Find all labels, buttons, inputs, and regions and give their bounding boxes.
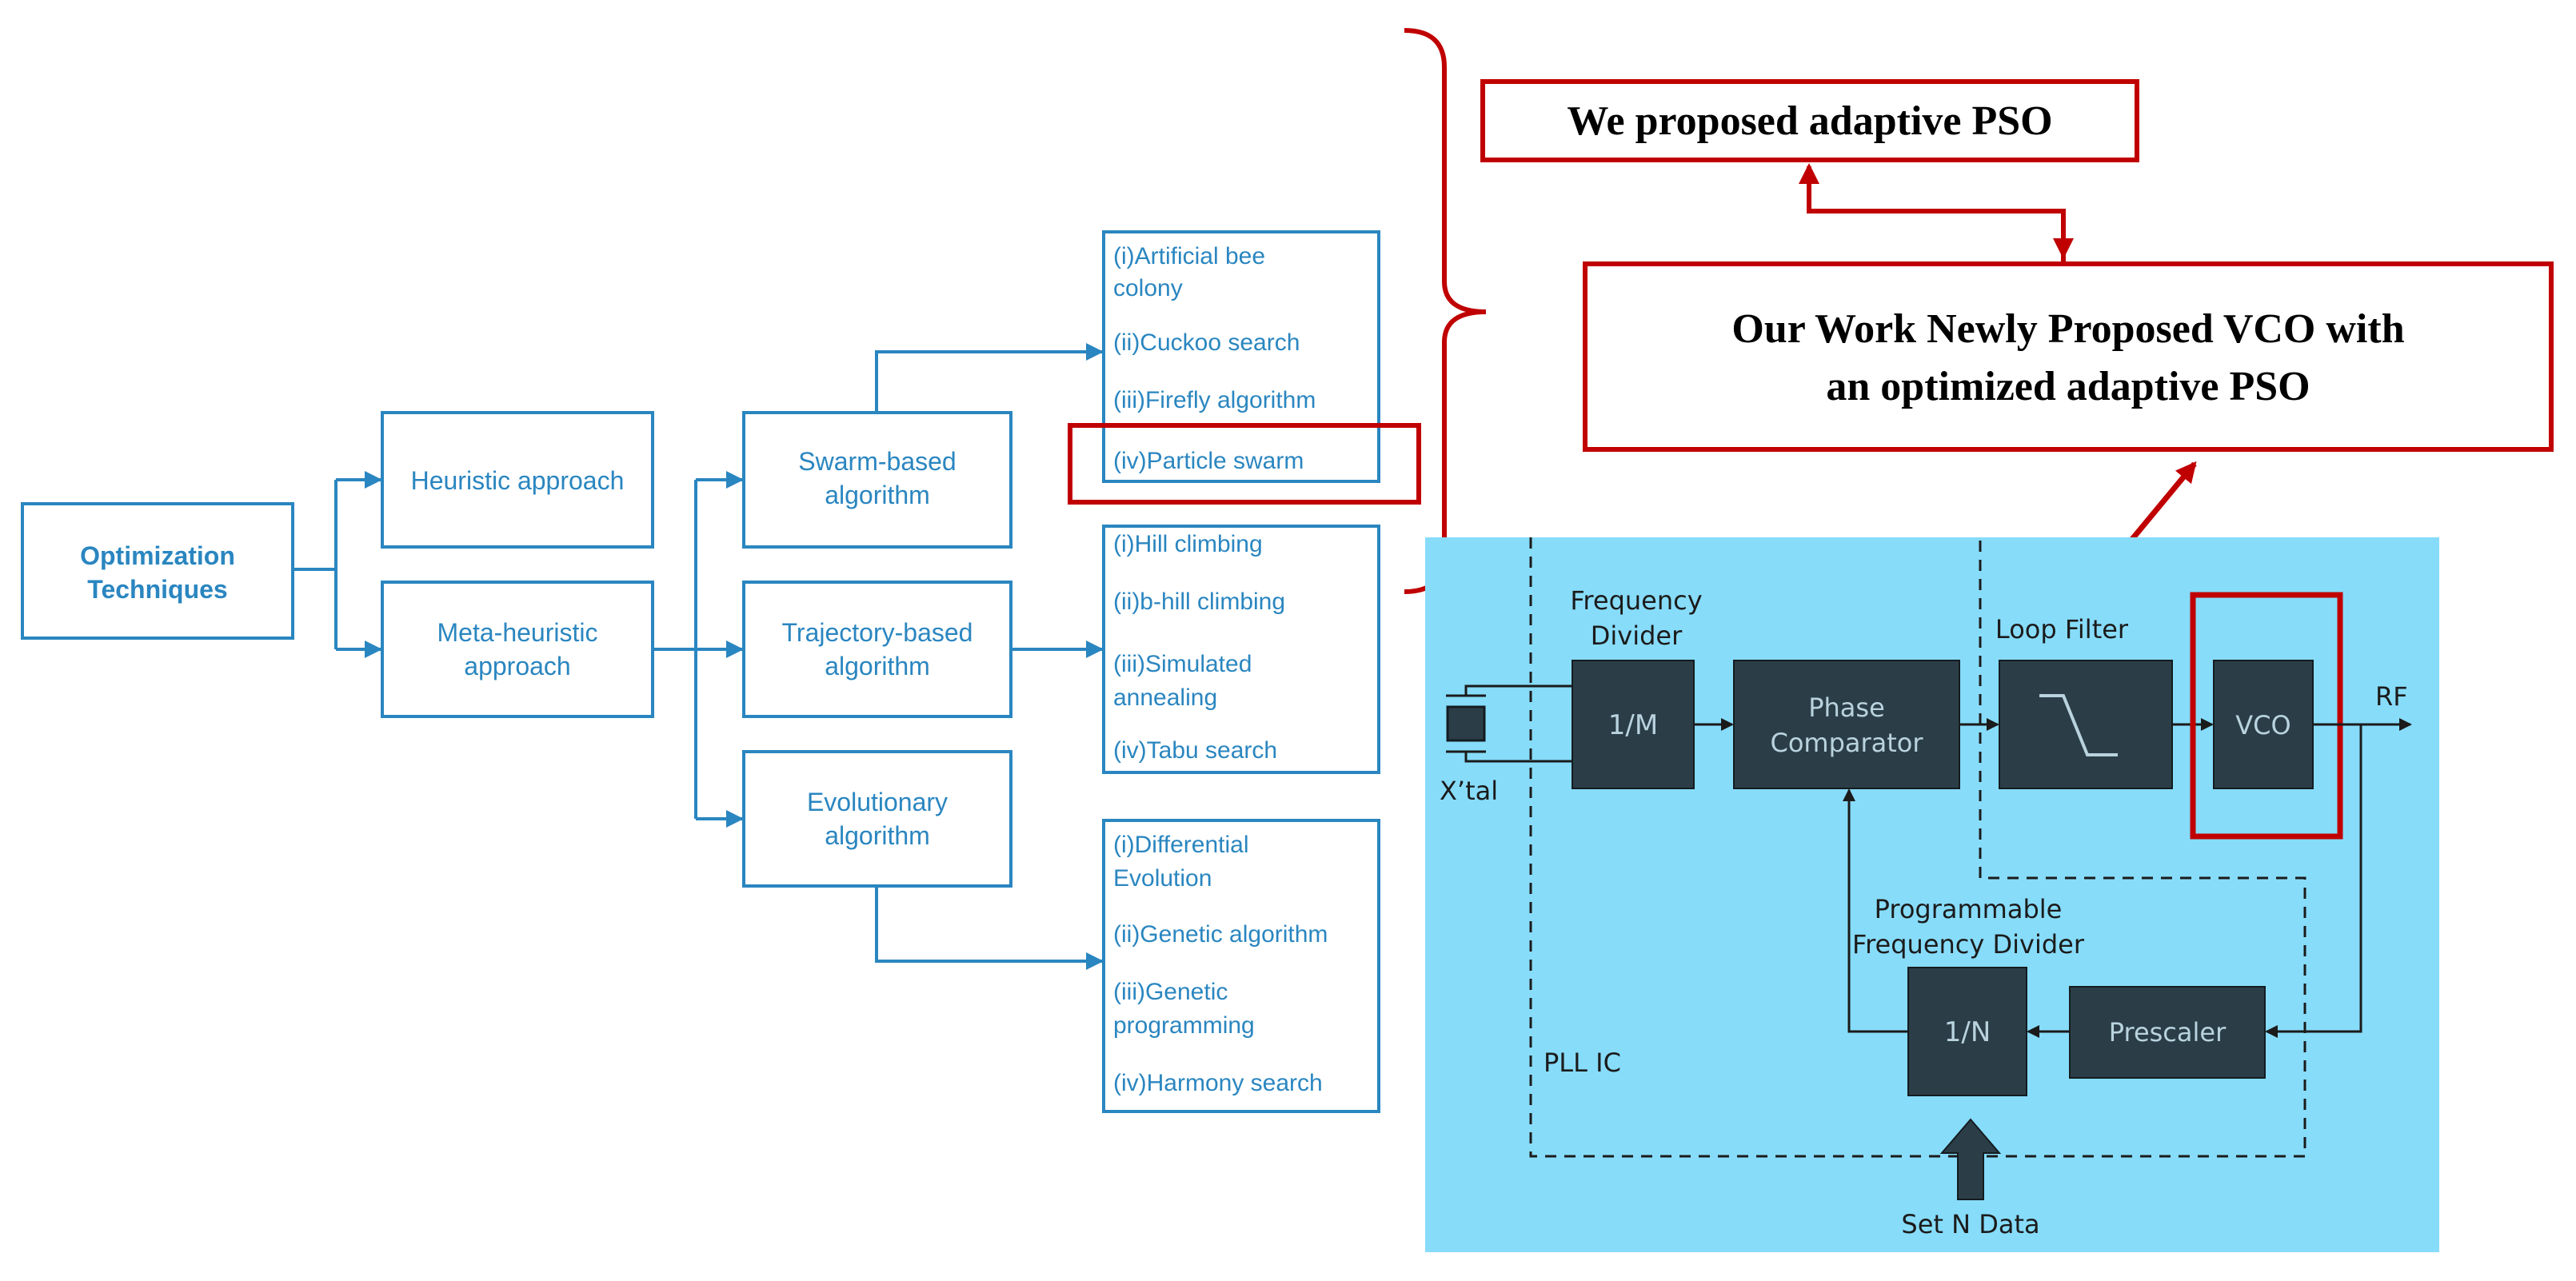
arrow-to-swarm-list <box>875 343 1104 411</box>
root-node: Optimization Techniques <box>21 502 294 640</box>
list-item: (iv)Harmony search <box>1113 1070 1323 1096</box>
swarm-list-box <box>1102 230 1380 483</box>
phase-comparator-block <box>1733 660 1960 789</box>
divider-n-label: 1/N <box>1944 1016 1991 1048</box>
frequency-divider-label-line-2: Divider <box>1591 621 1683 651</box>
trajectory-algorithm-list: (i)Hill climbing (ii)b-hill climbing (ii… <box>1102 525 1380 774</box>
list-item: (i)Artificial bee <box>1113 243 1265 269</box>
list-item: (ii)Cuckoo search <box>1113 329 1300 356</box>
tree-connectors <box>293 343 1104 970</box>
root-label-line-2: Techniques <box>87 575 227 604</box>
evolutionary-box <box>742 750 1012 888</box>
trajectory-node: Trajectory-based algorithm <box>742 581 1012 718</box>
our-work-text-line-1: Our Work Newly Proposed VCO with <box>1731 306 2404 352</box>
rf-label: RF <box>2375 681 2408 712</box>
our-work-text-line-2: an optimized adaptive PSO <box>1826 364 2310 409</box>
list-item: (ii)b-hill climbing <box>1113 589 1285 615</box>
swarm-algorithm-list: (i)Artificial bee colony (ii)Cuckoo sear… <box>1102 230 1380 483</box>
crystal-lead-top <box>1464 684 1572 696</box>
swarm-box <box>742 411 1012 549</box>
meta-heuristic-box <box>381 581 654 718</box>
adaptive-pso-box <box>1480 79 2139 162</box>
evolutionary-node: Evolutionary algorithm <box>742 750 1012 888</box>
rf-to-prescaler-line <box>2265 724 2362 1038</box>
root-label-line-1: Optimization <box>80 541 235 570</box>
set-n-data-arrow <box>1939 1118 2002 1200</box>
frequency-divider-label-line-1: Frequency <box>1570 585 1702 616</box>
set-n-data-label: Set N Data <box>1901 1209 2039 1239</box>
phase-comparator-label-line-1: Phase <box>1808 692 1885 723</box>
heuristic-label: Heuristic approach <box>411 466 625 495</box>
crystal-label: X’tal <box>1440 776 1498 806</box>
prescaler-block <box>2069 986 2266 1079</box>
trajectory-list-box <box>1102 525 1380 774</box>
loop-filter-label: Loop Filter <box>1995 614 2129 644</box>
swarm-label-line-1: Swarm-based <box>798 447 956 476</box>
arrow-n-to-comparator <box>1843 788 1908 1033</box>
divider-n-block <box>1907 967 2027 1096</box>
lowpass-icon <box>2039 694 2118 756</box>
optimization-tree: Optimization Techniques Heuristic approa… <box>21 230 1421 1113</box>
crystal-lead-bottom <box>1464 752 1572 763</box>
pll-background <box>1425 537 2439 1252</box>
list-item: (iv)Particle swarm <box>1113 448 1304 474</box>
list-item: annealing <box>1113 684 1217 711</box>
pll-ic-label: PLL IC <box>1544 1048 1621 1078</box>
meta-heuristic-label-line-2: approach <box>464 652 570 680</box>
crystal-body <box>1446 705 1486 742</box>
meta-heuristic-label-line-1: Meta-heuristic <box>437 618 598 647</box>
heuristic-box <box>381 411 654 549</box>
heuristic-node: Heuristic approach <box>381 411 654 549</box>
evolutionary-list-box <box>1102 819 1380 1113</box>
divider-m-block <box>1572 660 1695 789</box>
pll-block-diagram: X’tal Frequency Divider 1/M Phase Compar… <box>1425 537 2439 1252</box>
crystal-symbol: X’tal <box>1440 684 1572 806</box>
list-item: programming <box>1113 1012 1255 1039</box>
trajectory-label-line-1: Trajectory-based <box>782 618 973 647</box>
arrow-to-evolutionary-list <box>875 886 1104 970</box>
meta-heuristic-node: Meta-heuristic approach <box>381 581 654 718</box>
vco-highlight <box>2190 592 2343 840</box>
loop-filter-block <box>1999 660 2173 789</box>
list-item: (iii)Firefly algorithm <box>1113 387 1316 413</box>
red-brace <box>1404 28 1487 594</box>
swarm-label-line-2: algorithm <box>825 481 930 509</box>
vco-label: VCO <box>2235 710 2290 740</box>
vco-block <box>2213 660 2314 789</box>
red-connector-up <box>1799 163 2066 262</box>
list-item: Evolution <box>1113 865 1212 892</box>
our-work-box <box>1583 261 2554 452</box>
divider-m-label: 1/M <box>1608 709 1658 741</box>
trajectory-label-line-2: algorithm <box>825 652 930 680</box>
adaptive-pso-text: We proposed adaptive PSO <box>1567 98 2052 144</box>
prescaler-label: Prescaler <box>2109 1017 2227 1048</box>
list-item: (i)Differential <box>1113 832 1249 858</box>
evolutionary-algorithm-list: (i)Differential Evolution (ii)Genetic al… <box>1102 819 1380 1113</box>
evolutionary-label-line-2: algorithm <box>825 821 930 850</box>
list-item: colony <box>1113 275 1183 301</box>
root-box <box>21 502 294 640</box>
swarm-node: Swarm-based algorithm <box>742 411 1012 549</box>
list-item: (i)Hill climbing <box>1113 531 1263 557</box>
programmable-divider-label-line-1: Programmable <box>1875 894 2063 924</box>
phase-comparator-label-line-2: Comparator <box>1770 728 1923 758</box>
particle-swarm-highlight <box>1068 423 1421 505</box>
evolutionary-label-line-1: Evolutionary <box>807 788 948 816</box>
list-item: (iv)Tabu search <box>1113 737 1277 764</box>
programmable-divider-label-line-2: Frequency Divider <box>1852 929 2085 960</box>
list-item: (iii)Simulated <box>1113 651 1252 677</box>
our-work-callout: Our Work Newly Proposed VCO with an opti… <box>1583 261 2554 452</box>
adaptive-pso-callout: We proposed adaptive PSO <box>1480 79 2139 162</box>
list-item: (ii)Genetic algorithm <box>1113 921 1328 948</box>
list-item: (iii)Genetic <box>1113 979 1228 1005</box>
trajectory-box <box>742 581 1012 718</box>
